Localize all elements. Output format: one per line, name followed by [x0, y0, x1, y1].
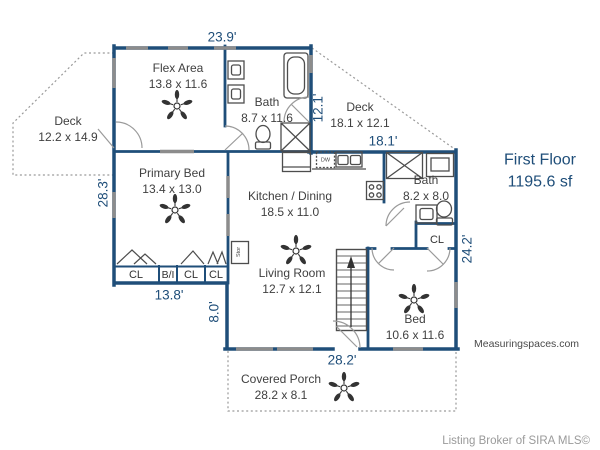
- sink-icon: [415, 204, 438, 224]
- room-name: Bed: [404, 312, 426, 327]
- built-in-label: B/I: [161, 269, 175, 281]
- dimension-closet-row: 13.8': [154, 287, 184, 303]
- dimension-porch: 28.2': [327, 352, 357, 368]
- closet-doors: [116, 249, 227, 265]
- room-dims: 8.7 x 11.6: [241, 111, 293, 125]
- room-label-deck-right: Deck 18.1 x 12.1: [330, 100, 389, 132]
- ceiling-fan-icon: [397, 283, 431, 315]
- shower-icon: [280, 122, 311, 152]
- kitchen-sink-icon: [335, 151, 363, 168]
- room-dims: 18.5 x 11.0: [260, 205, 320, 219]
- ceiling-fan-icon: [158, 193, 192, 225]
- watermark: Measuringspaces.com: [474, 338, 580, 350]
- room-dims: 10.6 x 11.6: [385, 328, 445, 342]
- toilet-icon: [255, 124, 271, 144]
- room-dims: 13.4 x 13.0: [142, 182, 202, 196]
- room-label-bed: Bed 10.6 x 11.6: [386, 312, 445, 344]
- room-name: Deck: [54, 114, 82, 129]
- floor-title-line1: First Floor: [504, 151, 576, 169]
- room-dims: 12.7 x 12.1: [262, 282, 322, 296]
- room-name: Bath: [413, 173, 439, 188]
- room-label-kitchen-dining: Kitchen / Dining 18.5 x 11.0: [248, 189, 332, 221]
- floor-title-line2: 1195.6 sf: [507, 174, 573, 191]
- floor-title: First Floor 1195.6 sf: [504, 150, 576, 195]
- fixtures: [227, 52, 455, 265]
- storage-box: [230, 240, 250, 265]
- dimension-right: 24.2': [459, 234, 475, 264]
- listing-broker-credit: Listing Broker of SIRA MLS©: [442, 435, 590, 447]
- room-name: Primary Bed: [138, 166, 206, 181]
- sink-icon: [227, 60, 245, 80]
- ceiling-fan-icon: [327, 371, 361, 403]
- room-label-flex: Flex Area 13.8 x 11.6: [149, 61, 208, 93]
- room-name: Flex Area: [152, 61, 204, 76]
- dimension-top: 23.9': [207, 29, 237, 45]
- bathtub-icon: [283, 52, 309, 99]
- dishwasher-label: DW: [321, 158, 331, 164]
- room-name: Deck: [346, 100, 374, 115]
- ceiling-fan-icon: [160, 89, 194, 121]
- dimension-deck-width: 18.1': [368, 133, 398, 149]
- room-dims: 8.2 x 8.0: [402, 189, 450, 203]
- closet-label: CL: [429, 234, 445, 246]
- room-label-bath-upper: Bath 8.7 x 11.6: [241, 95, 293, 127]
- storage-label: Stor: [236, 247, 242, 257]
- room-label-living-room: Living Room 12.7 x 12.1: [259, 266, 326, 298]
- stairs-up-arrow-icon: [347, 256, 355, 268]
- room-label-primary-bed: Primary Bed 13.4 x 13.0: [139, 166, 205, 198]
- fridge-icon: [281, 151, 312, 173]
- room-label-bath-right: Bath 8.2 x 8.0: [403, 173, 449, 205]
- ceiling-fan-icon: [279, 234, 313, 266]
- dimension-step: 8.0': [206, 301, 222, 323]
- room-name: Kitchen / Dining: [247, 189, 333, 204]
- stove-icon: [365, 180, 385, 201]
- room-dims: 28.2 x 8.1: [254, 388, 308, 402]
- closet-label: CL: [183, 269, 199, 281]
- room-label-covered-porch: Covered Porch 28.2 x 8.1: [241, 372, 321, 404]
- closet-label: CL: [208, 269, 224, 281]
- dimension-deck-height: 12.1': [310, 93, 326, 123]
- staircase: [335, 248, 368, 332]
- room-dims: 18.1 x 12.1: [330, 116, 390, 130]
- room-name: Living Room: [258, 266, 326, 281]
- dimension-left: 28.3': [95, 178, 111, 208]
- room-dims: 12.2 x 14.9: [38, 130, 98, 144]
- room-name: Bath: [254, 95, 280, 110]
- room-label-deck-left: Deck 12.2 x 14.9: [38, 114, 97, 146]
- room-dims: 13.8 x 11.6: [148, 77, 208, 91]
- closet-label: CL: [128, 269, 144, 281]
- dishwasher-icon: [315, 151, 336, 169]
- room-name: Covered Porch: [240, 372, 322, 387]
